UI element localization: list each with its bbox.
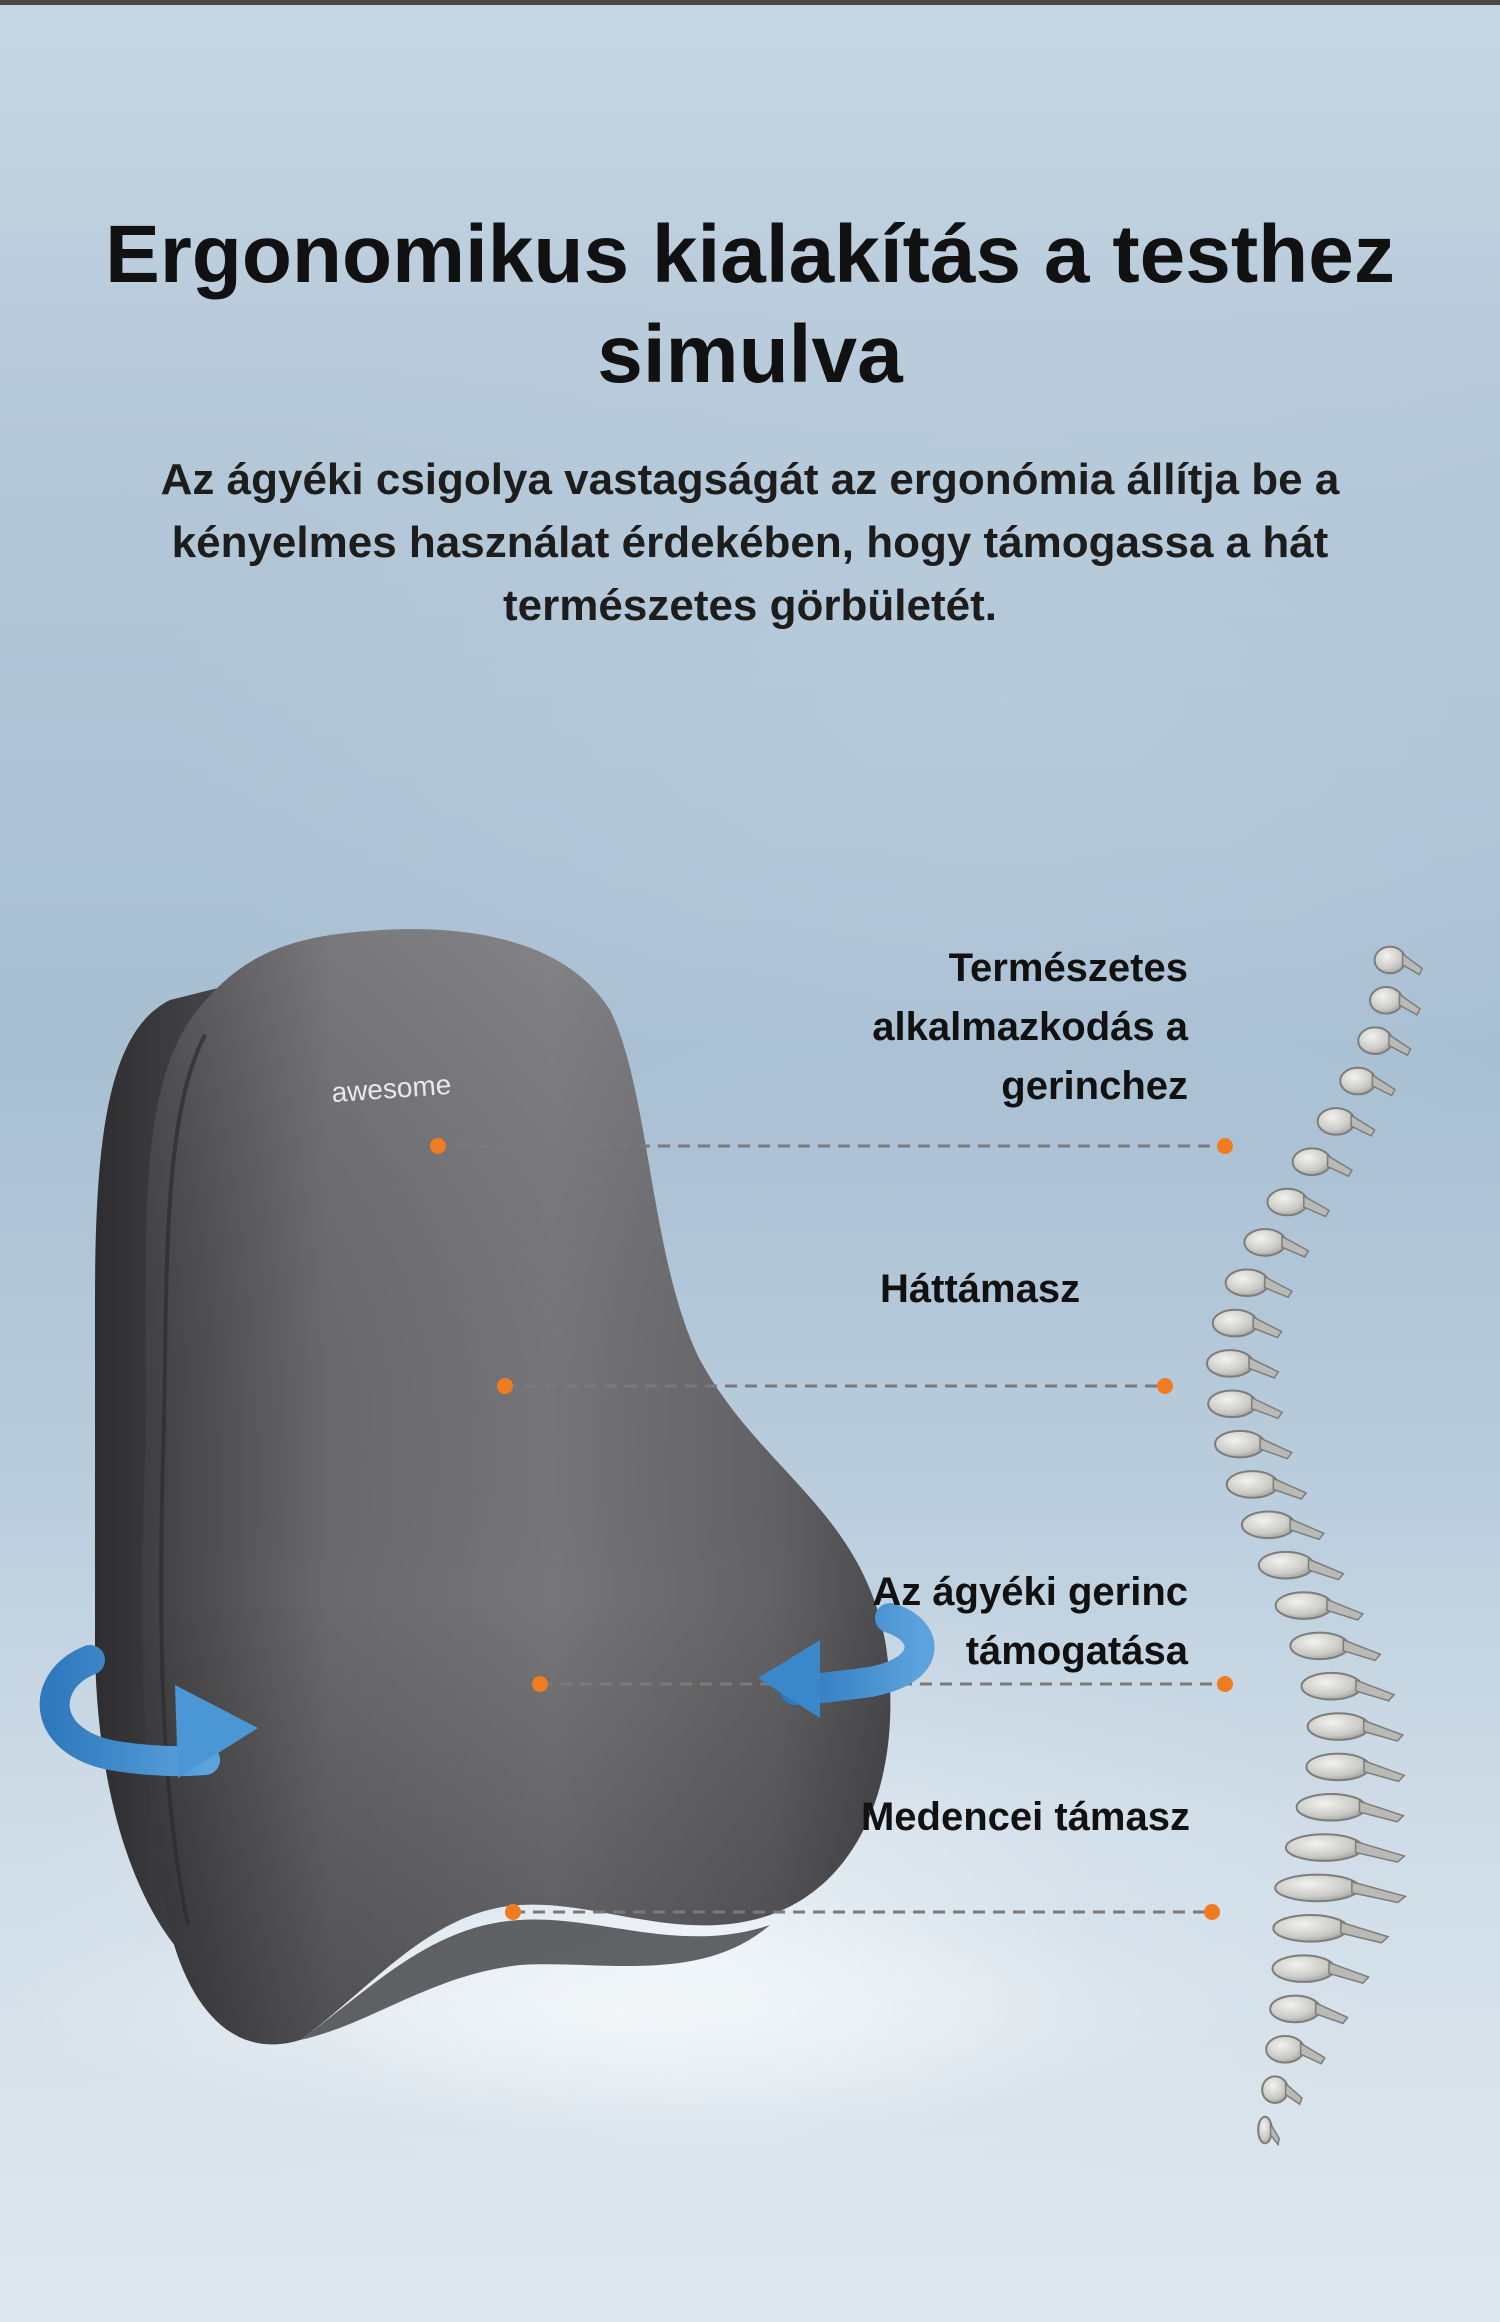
cushion-underside [300, 1919, 770, 2040]
vertebra [1373, 945, 1407, 975]
vertebra-process [1248, 1356, 1280, 1379]
vertebra-process [1350, 1113, 1376, 1137]
vertebra-process [1401, 952, 1424, 976]
vertebra-process [1354, 1840, 1406, 1863]
cushion-seam [159, 1034, 207, 1926]
vertebra-process [1326, 1598, 1365, 1621]
vertebra [1214, 1429, 1266, 1459]
vertebra-process [1355, 1679, 1396, 1702]
vertebra-process [1342, 1638, 1382, 1662]
vertebra [1224, 1268, 1270, 1298]
vertebra-process [1272, 1477, 1308, 1500]
cushion-side [95, 985, 250, 1985]
vertebra-process [1328, 1961, 1370, 1984]
vertebra [1271, 1954, 1336, 1983]
vertebra [1316, 1107, 1356, 1136]
cushion-shading [142, 929, 891, 2045]
vertebra-process [1326, 1154, 1354, 1178]
dot-cushion-3 [532, 1676, 548, 1692]
vertebra [1205, 1349, 1255, 1378]
connector-dots [430, 1138, 1233, 1920]
vertebra [1274, 1873, 1361, 1903]
dot-cushion-1 [430, 1138, 446, 1154]
vertebra [1265, 2035, 1306, 2064]
vertebra [1300, 1671, 1363, 1701]
vertebra [1289, 1631, 1350, 1661]
dot-spine-2 [1157, 1378, 1173, 1394]
vertebra-process [1252, 1315, 1283, 1339]
vertebra-process [1281, 1235, 1310, 1258]
vertebra-process [1289, 1517, 1326, 1541]
dot-spine-4 [1204, 1904, 1220, 1920]
dot-spine-1 [1217, 1138, 1233, 1154]
rotate-arrow-right-icon [758, 1603, 935, 1718]
vertebra [1291, 1147, 1333, 1177]
callout-label-4: Medencei támasz [860, 1795, 1190, 1839]
spine-illustration [1205, 945, 1424, 2147]
top-border [0, 0, 1500, 5]
vertebra [1211, 1308, 1259, 1338]
vertebra [1339, 1066, 1377, 1096]
vertebra-process [1371, 1073, 1396, 1097]
vertebra [1272, 1913, 1349, 1943]
vertebra-process [1269, 2121, 1281, 2147]
dot-spine-3 [1217, 1676, 1233, 1692]
vertebra-process [1307, 1558, 1345, 1581]
rotate-arrow-left-icon [39, 1645, 258, 1778]
vertebra [1269, 1994, 1322, 2024]
vertebra-process [1263, 1275, 1294, 1299]
vertebra [1295, 1792, 1367, 1822]
vertebra [1274, 1591, 1334, 1620]
callout-label-3: Az ágyéki gerinc támogatása [872, 1570, 1188, 1673]
page-subtitle: Az ágyéki csigolya vastagságát az ergonó… [160, 455, 1340, 630]
vertebra-process [1351, 1880, 1408, 1904]
vertebra-process [1398, 992, 1421, 1016]
vertebra-process [1284, 2081, 1303, 2106]
vertebra [1257, 2115, 1273, 2145]
vertebra [1240, 1510, 1296, 1540]
vertebra [1305, 1752, 1371, 1782]
vertebra [1207, 1389, 1258, 1419]
vertebra-process [1388, 1033, 1412, 1057]
vertebra-process [1363, 1759, 1406, 1783]
vertebra [1243, 1228, 1287, 1257]
callout-label-2: Háttámasz [880, 1267, 1081, 1311]
vertebra [1261, 2075, 1289, 2104]
vertebra-process [1362, 1719, 1405, 1742]
vertebra [1306, 1712, 1371, 1741]
vertebra [1369, 986, 1404, 1015]
vertebra-process [1340, 1921, 1390, 1944]
dot-cushion-4 [505, 1904, 521, 1920]
vertebra-process [1250, 1396, 1284, 1420]
vertebra [1284, 1833, 1364, 1862]
vertebra-process [1302, 1194, 1331, 1218]
vertebra-process [1314, 2001, 1349, 2025]
vertebra [1225, 1470, 1280, 1499]
vertebra [1257, 1550, 1315, 1580]
vertebra [1266, 1187, 1309, 1217]
dot-cushion-2 [497, 1378, 513, 1394]
page-title: Ergonomikus kialakítás a testhez simulva [105, 209, 1395, 400]
vertebra [1357, 1026, 1394, 1055]
callout-label-1: Természetes alkalmazkodás a gerinchez [872, 946, 1188, 1108]
vertebra-process [1299, 2041, 1326, 2065]
vertebra-process [1259, 1436, 1293, 1460]
vertebra-process [1358, 1800, 1405, 1823]
